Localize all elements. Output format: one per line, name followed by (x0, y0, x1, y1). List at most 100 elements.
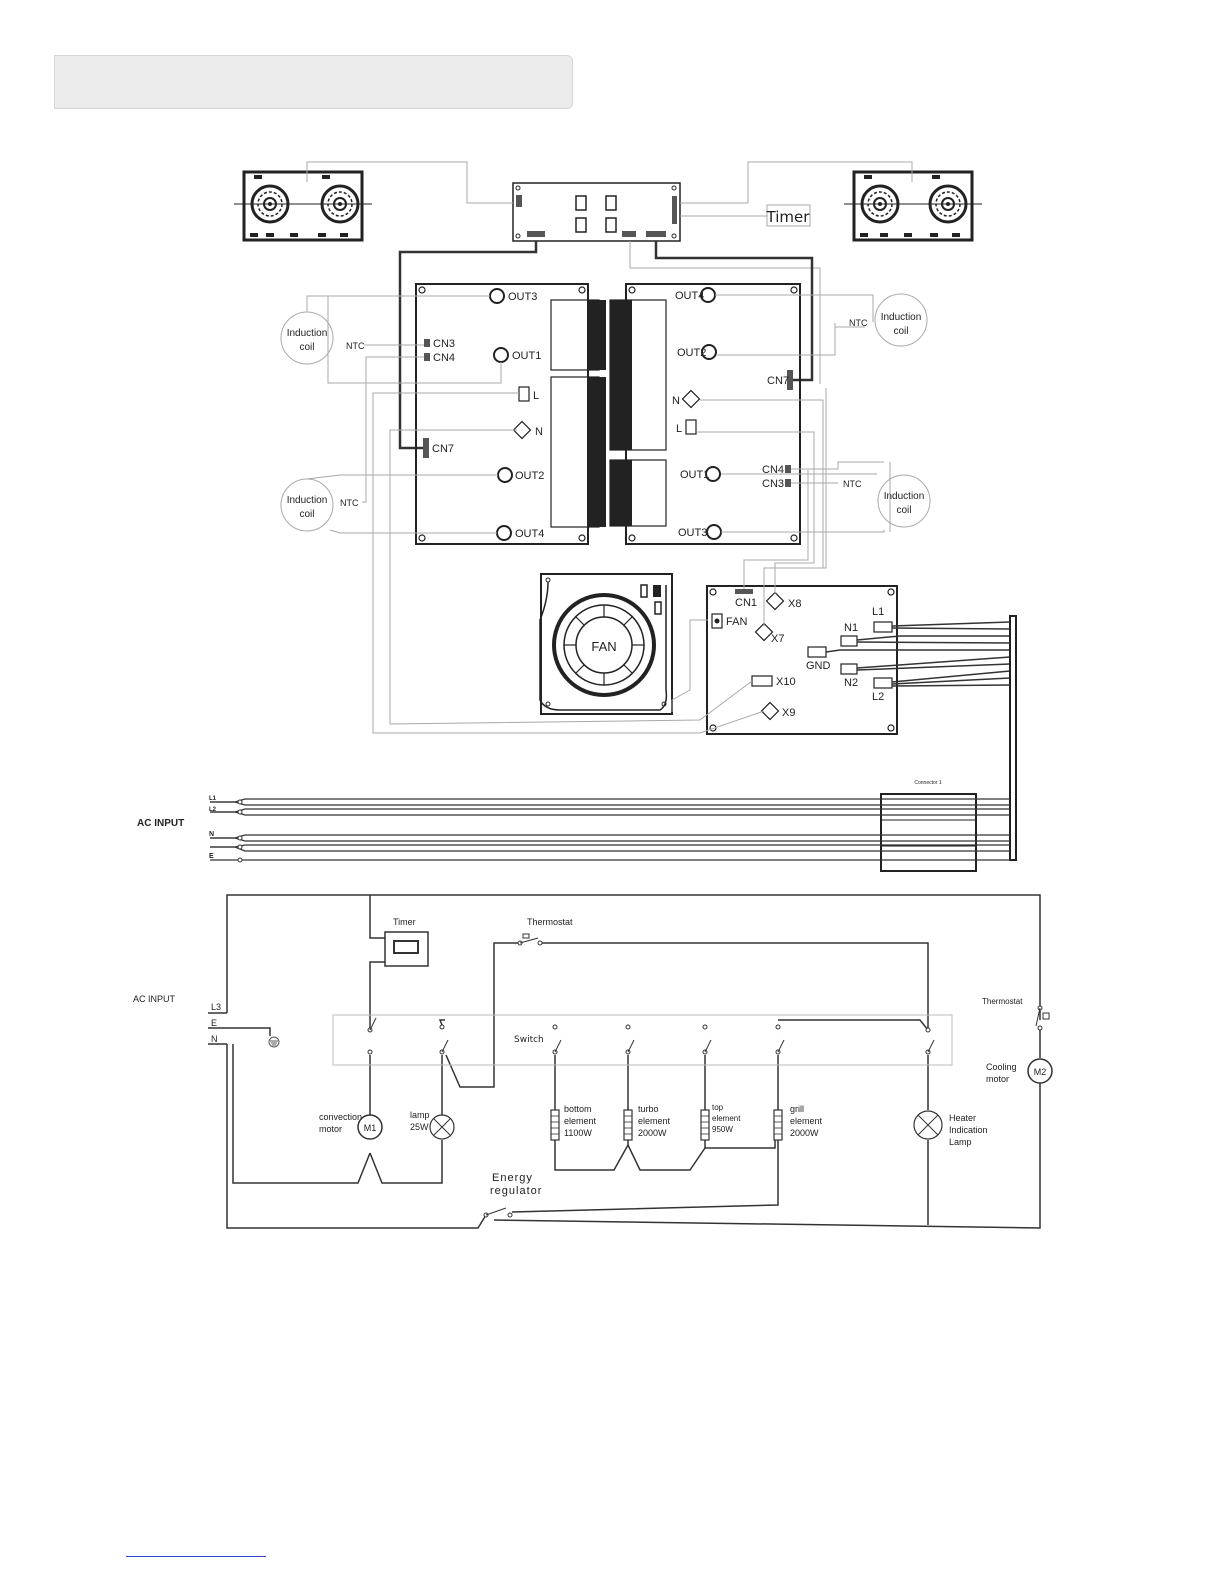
cooling-motor: M2 Cooling motor (986, 1058, 1053, 1084)
bottom-timer: Timer (384, 917, 429, 967)
filter-x9: X9 (782, 707, 795, 719)
switch-contacts (367, 1024, 931, 1055)
svg-text:motor: motor (319, 1124, 342, 1134)
hob-left (234, 170, 372, 242)
right-out1: OUT1 (680, 469, 709, 481)
svg-text:regulator: regulator (490, 1185, 542, 1197)
footer-link-underline[interactable] (126, 1556, 266, 1557)
left-cn3: CN3 (433, 338, 455, 350)
filter-l1: L1 (872, 606, 884, 618)
svg-text:Indication: Indication (949, 1125, 988, 1135)
ac-l2: L2 (209, 807, 217, 813)
right-out2: OUT2 (677, 347, 706, 359)
right-out3: OUT3 (678, 527, 707, 539)
svg-text:Energy: Energy (492, 1172, 533, 1184)
bottom-element-l3: 1100W (564, 1128, 592, 1138)
filter-fan: FAN (726, 616, 747, 628)
energy-regulator: Energy regulator (483, 1172, 542, 1218)
left-cn4: CN4 (433, 352, 455, 364)
control-board (512, 182, 681, 242)
thermostat-main: Thermostat (517, 917, 573, 946)
right-l: L (676, 423, 682, 435)
filter-light-wires (372, 388, 827, 734)
ac-input-wires (210, 798, 1010, 861)
ntc-label-3: NTC (849, 318, 868, 328)
right-out4: OUT4 (675, 290, 704, 302)
filter-n1: N1 (844, 622, 858, 634)
filter-x8: X8 (788, 598, 801, 610)
fan-label: FAN (591, 639, 616, 654)
thermostat-right: Thermostat (982, 997, 1050, 1031)
timer-box: Timer (766, 204, 811, 227)
turbo-element-l3: 2000W (638, 1128, 667, 1138)
ntc-label-2: NTC (340, 498, 359, 508)
ac-input-top-label: AC INPUT (137, 818, 184, 829)
ac-e: E (209, 853, 214, 860)
left-l: L (533, 390, 539, 402)
thermostat-right-label: Thermostat (982, 997, 1023, 1006)
top-element-l2: element (712, 1114, 741, 1123)
timer-label: Timer (766, 208, 811, 226)
left-n: N (535, 426, 543, 438)
induction-coil-top-right: Induction coil (874, 293, 928, 347)
bottom-timer-label: Timer (393, 917, 416, 927)
filter-cn1: CN1 (735, 597, 757, 609)
svg-text:25W: 25W (410, 1122, 429, 1132)
svg-text:Induction: Induction (884, 491, 925, 502)
thermostat-label: Thermostat (527, 917, 573, 927)
grill-element-l3: 2000W (790, 1128, 819, 1138)
terminal-e: E (211, 1018, 217, 1028)
ground-icon (268, 1036, 280, 1048)
induction-coil-bottom-right: Induction coil (877, 474, 931, 528)
heating-elements (550, 1109, 783, 1141)
turbo-element-l2: element (638, 1116, 671, 1126)
terminal-l3: L3 (211, 1002, 221, 1012)
light-wires-top (306, 161, 913, 384)
svg-text:Heater: Heater (949, 1113, 976, 1123)
left-out2: OUT2 (515, 470, 544, 482)
filter-board: CN1 X8 X7 FAN X10 X9 L1 N1 GND N2 L2 (706, 585, 898, 735)
convection-motor: M1 convection motor (319, 1112, 383, 1140)
lamp-25w: lamp 25W (410, 1110, 455, 1140)
oven-schematic-wires (208, 894, 1041, 1229)
right-cn3: CN3 (762, 478, 784, 490)
coil-wires (306, 294, 891, 534)
top-element-l1: top (712, 1103, 724, 1112)
header-banner (54, 55, 573, 109)
cn7-wires (398, 241, 814, 450)
ntc-label-1: NTC (346, 341, 365, 351)
filter-x7: X7 (771, 633, 784, 645)
svg-text:convection: convection (319, 1112, 362, 1122)
left-power-board: OUT3 OUT1 OUT2 OUT4 CN3 CN4 CN7 L N (415, 283, 606, 545)
ac-n: N (209, 831, 214, 838)
right-n: N (672, 395, 680, 407)
connector-1: Connector 1 (880, 780, 977, 872)
left-out3: OUT3 (508, 291, 537, 303)
left-cn7: CN7 (432, 443, 454, 455)
heater-indication-lamp: Heater Indication Lamp (913, 1110, 988, 1147)
top-element-l3: 950W (712, 1125, 733, 1134)
connector-label: Connector 1 (914, 780, 941, 786)
ac-input-bottom-label: AC INPUT (133, 994, 176, 1004)
svg-text:Induction: Induction (287, 328, 328, 339)
filter-l2: L2 (872, 691, 884, 703)
right-power-board: OUT4 OUT2 OUT1 OUT3 CN7 CN4 CN3 N L (609, 283, 801, 545)
hob-right (844, 170, 982, 242)
svg-text:lamp: lamp (410, 1110, 430, 1120)
ac-l1: L1 (209, 796, 217, 802)
left-out1: OUT1 (512, 350, 541, 362)
fan-unit: FAN (539, 573, 673, 715)
svg-text:Induction: Induction (287, 495, 328, 506)
terminal-n: N (211, 1034, 218, 1044)
svg-text:Lamp: Lamp (949, 1137, 972, 1147)
grill-element-l2: element (790, 1116, 823, 1126)
induction-coil-bottom-left: Induction coil (280, 478, 334, 532)
svg-text:coil: coil (896, 505, 911, 516)
switch-box (332, 1014, 953, 1066)
svg-text:coil: coil (299, 342, 314, 353)
filter-gnd: GND (806, 660, 831, 672)
filter-x10: X10 (776, 676, 796, 688)
m2-label: M2 (1034, 1067, 1047, 1077)
right-cn7: CN7 (767, 375, 789, 387)
